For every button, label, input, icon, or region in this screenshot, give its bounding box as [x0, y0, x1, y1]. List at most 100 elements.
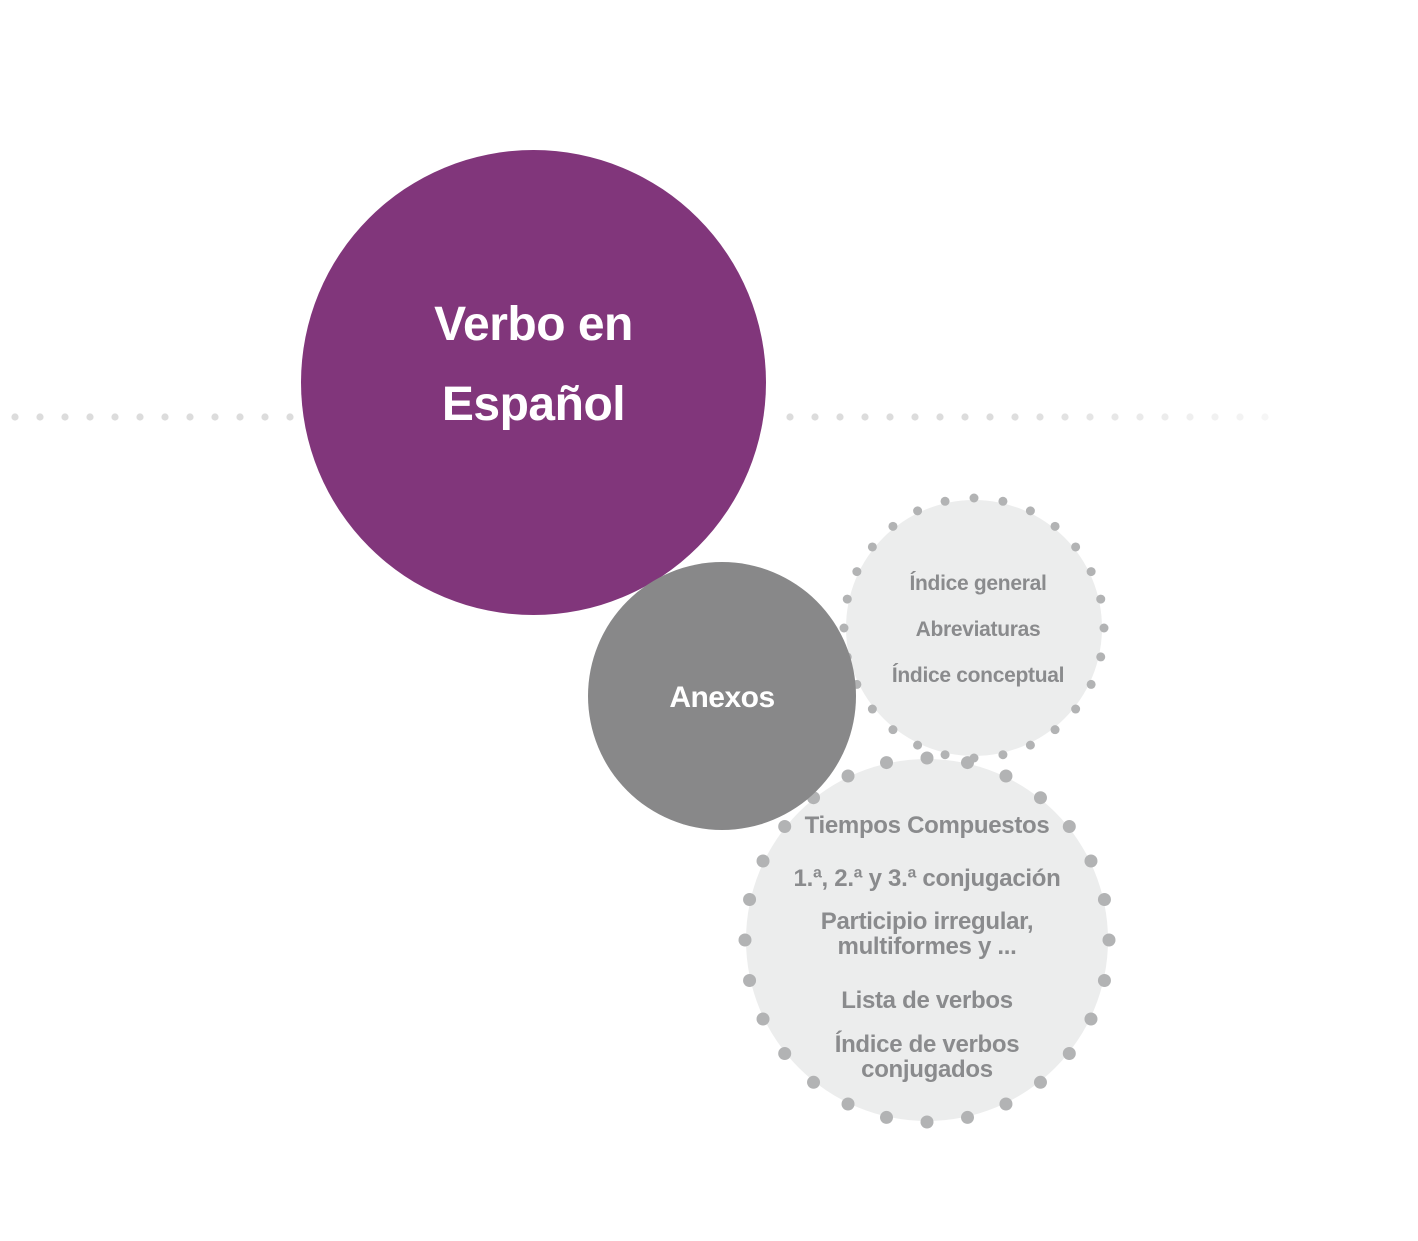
decor-dot: [913, 506, 923, 516]
decor-dot: [1161, 413, 1169, 421]
decor-dot: [236, 413, 244, 421]
decor-dot: [911, 413, 919, 421]
decor-dot: [920, 751, 934, 765]
decor-dot: [807, 1075, 821, 1089]
decor-dot: [1099, 623, 1109, 633]
lower-bubble-dotted-border: [738, 751, 1116, 1129]
decor-dot: [1102, 933, 1116, 947]
anexos-circle[interactable]: Anexos: [588, 562, 856, 830]
decor-dot: [1025, 740, 1035, 750]
decor-dot: [756, 1012, 770, 1026]
decor-dot: [880, 1110, 894, 1124]
main-topic-circle[interactable]: Verbo en Español: [301, 150, 766, 615]
decor-dot: [839, 623, 849, 633]
decor-dot: [920, 1115, 934, 1129]
decor-dot: [961, 413, 969, 421]
decor-dot: [756, 854, 770, 868]
decor-dot: [286, 413, 294, 421]
decor-dot: [841, 1097, 855, 1111]
decor-dot: [1096, 652, 1106, 662]
item-participio-line-2: multiformes y ...: [837, 933, 1017, 960]
main-title: Verbo en Español: [434, 285, 633, 445]
decor-dot: [61, 413, 69, 421]
decor-dot: [880, 756, 894, 770]
main-title-line-2: Español: [441, 377, 626, 431]
item-tiempos-compuestos[interactable]: Tiempos Compuestos: [804, 812, 1050, 839]
item-abreviaturas[interactable]: Abreviaturas: [915, 618, 1041, 641]
decor-dot: [1050, 725, 1060, 735]
decor-dot: [1097, 893, 1111, 907]
decor-dot: [186, 413, 194, 421]
decor-dot: [111, 413, 119, 421]
decor-dot: [1086, 567, 1096, 577]
decor-dot: [1036, 413, 1044, 421]
decor-dot: [1071, 542, 1081, 552]
decor-dot: [1136, 413, 1144, 421]
decor-dot: [936, 413, 944, 421]
decor-dot: [861, 413, 869, 421]
item-conjugacion[interactable]: 1.ª, 2.ª y 3.ª conjugación: [793, 865, 1061, 892]
decor-dot: [842, 594, 852, 604]
decor-dot: [778, 1046, 792, 1060]
decor-dot: [1086, 413, 1094, 421]
decor-dot: [969, 493, 979, 503]
main-title-line-1: Verbo en: [434, 297, 633, 351]
decor-dot: [811, 413, 819, 421]
decor-dot: [1236, 413, 1244, 421]
upper-bubble-background: [846, 500, 1102, 756]
decor-dot: [161, 413, 169, 421]
decor-dot: [888, 725, 898, 735]
decor-dot: [1096, 594, 1106, 604]
decor-dot: [1211, 413, 1219, 421]
item-indice-de-verbos[interactable]: Índice de verbos conjugados: [835, 1032, 1020, 1082]
decor-dot: [1062, 820, 1076, 834]
decor-dot: [1261, 413, 1269, 421]
decor-dot: [1086, 679, 1096, 689]
lower-bubble-background: [746, 759, 1108, 1121]
item-lista-de-verbos[interactable]: Lista de verbos: [841, 987, 1013, 1014]
decor-dot: [888, 521, 898, 531]
decor-dot: [261, 413, 269, 421]
decor-dot: [1071, 704, 1081, 714]
decor-dot: [940, 750, 950, 760]
decor-dot: [852, 567, 862, 577]
decor-dot: [867, 704, 877, 714]
decor-dot: [960, 1110, 974, 1124]
decor-dot: [836, 413, 844, 421]
decor-dot: [743, 973, 757, 987]
upper-bubble-dotted-border: [839, 493, 1109, 763]
decor-dot: [1084, 854, 1098, 868]
decor-dot: [999, 769, 1013, 783]
decor-dot: [778, 820, 792, 834]
decor-dot: [1111, 413, 1119, 421]
decor-dot: [999, 1097, 1013, 1111]
decor-dot: [136, 413, 144, 421]
horizontal-dotted-line: [11, 413, 1269, 421]
decor-dot: [960, 756, 974, 770]
item-indice-general[interactable]: Índice general: [909, 572, 1047, 595]
item-participio-irregular[interactable]: Participio irregular, multiformes y ...: [820, 908, 1034, 960]
decor-dot: [1011, 413, 1019, 421]
decor-dot: [841, 769, 855, 783]
decor-dot: [986, 413, 994, 421]
decor-dot: [998, 750, 1008, 760]
item-indice-conceptual[interactable]: Índice conceptual: [891, 664, 1065, 687]
decor-dot: [36, 413, 44, 421]
decor-dot: [998, 496, 1008, 506]
decor-dot: [738, 933, 752, 947]
decor-dot: [1033, 791, 1047, 805]
decor-dot: [1084, 1012, 1098, 1026]
decor-dot: [867, 542, 877, 552]
decor-dot: [1025, 506, 1035, 516]
decor-dot: [1097, 973, 1111, 987]
decor-dot: [1050, 521, 1060, 531]
decor-dot: [1062, 1046, 1076, 1060]
item-indice-verbos-line-2: conjugados: [861, 1056, 993, 1083]
decor-dot: [1033, 1075, 1047, 1089]
item-participio-line-1: Participio irregular,: [820, 908, 1034, 935]
decor-dot: [786, 413, 794, 421]
decor-dot: [11, 413, 19, 421]
decor-dot: [211, 413, 219, 421]
